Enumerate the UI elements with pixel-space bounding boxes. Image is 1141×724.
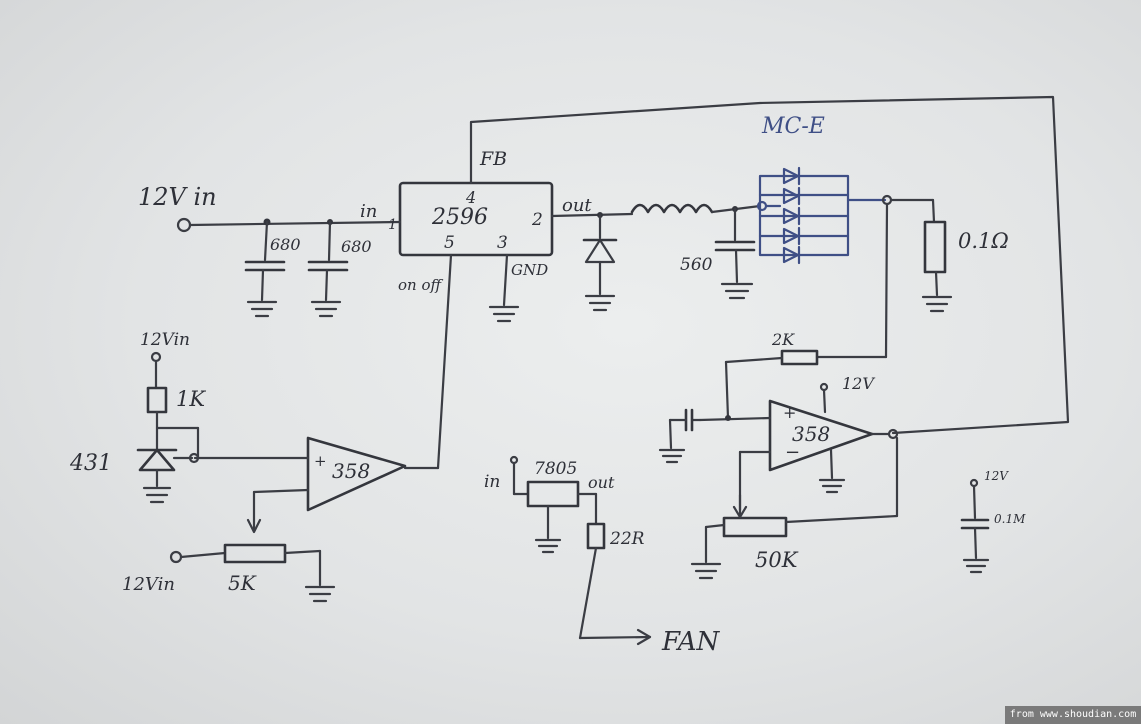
on-off-label: on off bbox=[398, 276, 443, 294]
reference-431 bbox=[136, 351, 200, 504]
corner-cap-label: 0.1M bbox=[994, 512, 1026, 526]
corner-12v-label: 12V bbox=[984, 469, 1009, 483]
corner-supply bbox=[960, 478, 990, 574]
zener-431-label: 431 bbox=[69, 451, 112, 476]
svg-text:+: + bbox=[783, 403, 796, 422]
filter-capacitor bbox=[658, 408, 702, 464]
pin-4-label: 4 bbox=[465, 188, 476, 207]
r-22r-label: 22R bbox=[609, 529, 645, 549]
opamp-358-b: + − bbox=[698, 382, 899, 512]
pin-out-label: out bbox=[562, 195, 592, 216]
pin-fb-label: FB bbox=[479, 148, 507, 170]
sense-resistor-label: 0.1Ω bbox=[958, 229, 1009, 253]
supply-12v-op-label: 12V bbox=[842, 374, 875, 393]
r-1k-label: 1K bbox=[176, 387, 206, 411]
pin-in-label: in bbox=[360, 201, 377, 222]
supply-12v-ref-label: 12Vin bbox=[140, 330, 190, 350]
potentiometer-5k bbox=[169, 543, 336, 603]
pin-5-label: 5 bbox=[444, 233, 455, 253]
cap-2-label: 680 bbox=[341, 237, 372, 256]
opamp-2-label: 358 bbox=[792, 422, 830, 446]
potentiometer-50k bbox=[690, 436, 899, 580]
source-credit: from www.shoudian.com bbox=[1005, 706, 1141, 724]
pin-1-label: 1 bbox=[388, 217, 397, 233]
opamp-1-label: 358 bbox=[332, 459, 370, 483]
reg-7805-label: 7805 bbox=[534, 459, 577, 479]
pot-5k-label: 5K bbox=[228, 571, 257, 595]
input-12v-label: 12V in bbox=[138, 183, 217, 211]
enable-wire bbox=[403, 253, 453, 470]
ic-2596 bbox=[398, 181, 554, 257]
supply-12v-pot-label: 12Vin bbox=[122, 574, 175, 595]
r-feedback-label: 2K bbox=[771, 330, 795, 349]
capacitor-560 bbox=[714, 207, 756, 300]
led-module-label: MC-E bbox=[761, 114, 825, 139]
pin-3-label: 3 bbox=[497, 233, 508, 253]
sense-resistor bbox=[881, 194, 953, 313]
ground-pin-3 bbox=[488, 253, 520, 323]
cap-1-label: 680 bbox=[270, 235, 301, 254]
output-stage bbox=[550, 212, 634, 312]
opamp-358-a: + bbox=[193, 436, 407, 534]
svg-text:−: − bbox=[785, 442, 800, 463]
led-array-mc-e bbox=[756, 166, 887, 265]
svg-text:+: + bbox=[314, 452, 327, 470]
capacitor-680-a bbox=[244, 220, 286, 318]
pot-50k-label: 50K bbox=[755, 548, 799, 572]
fan-label: FAN bbox=[661, 627, 721, 657]
ic-2596-label: 2596 bbox=[431, 205, 488, 230]
feedback-wire bbox=[469, 95, 1070, 435]
pin-2-label: 2 bbox=[531, 210, 543, 230]
cap-3-label: 560 bbox=[680, 255, 713, 275]
inductor bbox=[630, 203, 762, 214]
regulator-7805 bbox=[509, 455, 652, 646]
reg-in-label: in bbox=[484, 472, 500, 492]
feedback-resistor-2k bbox=[724, 202, 889, 420]
gnd-label: GND bbox=[511, 261, 548, 279]
capacitor-680-b bbox=[307, 220, 349, 318]
reg-out-label: out bbox=[588, 473, 615, 492]
